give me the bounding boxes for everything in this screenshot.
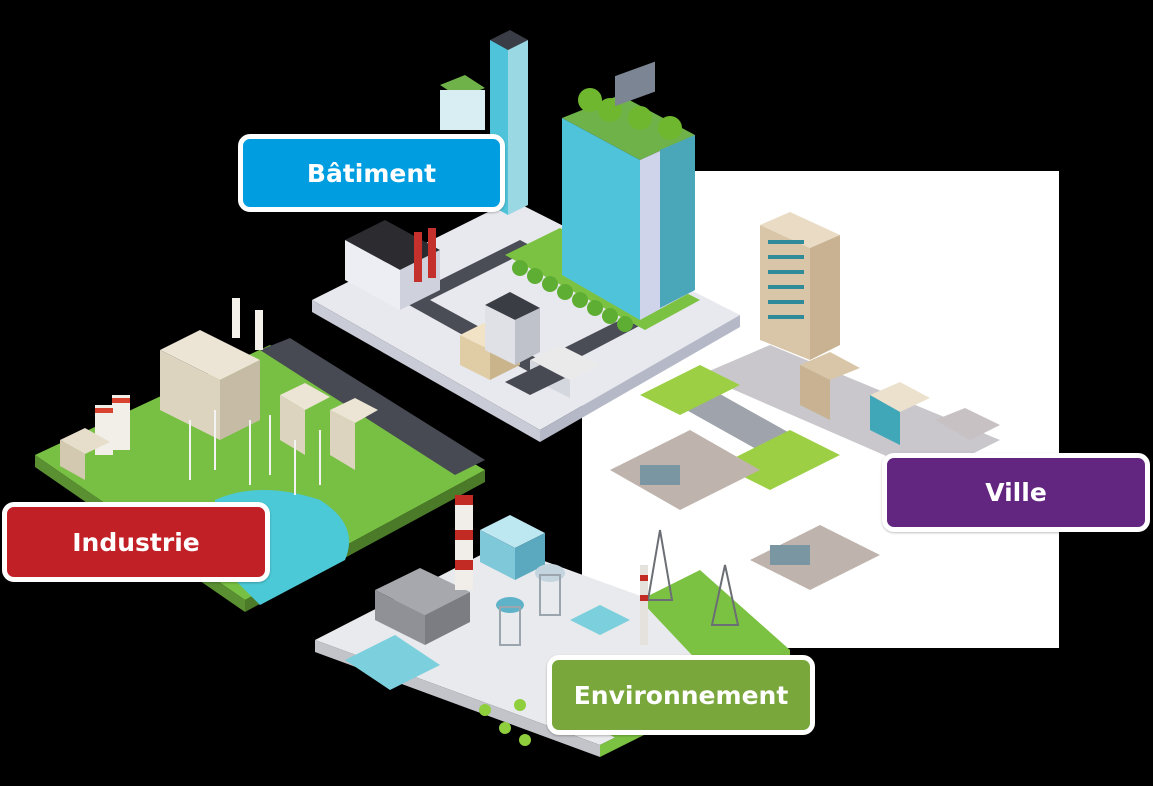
- city-district-illustration: [610, 212, 1000, 590]
- batiment-label[interactable]: Bâtiment: [238, 134, 505, 212]
- environnement-label[interactable]: Environnement: [547, 655, 815, 735]
- industrie-label[interactable]: Industrie: [2, 502, 270, 582]
- ville-label[interactable]: Ville: [882, 453, 1150, 532]
- building-district-illustration: [312, 30, 740, 442]
